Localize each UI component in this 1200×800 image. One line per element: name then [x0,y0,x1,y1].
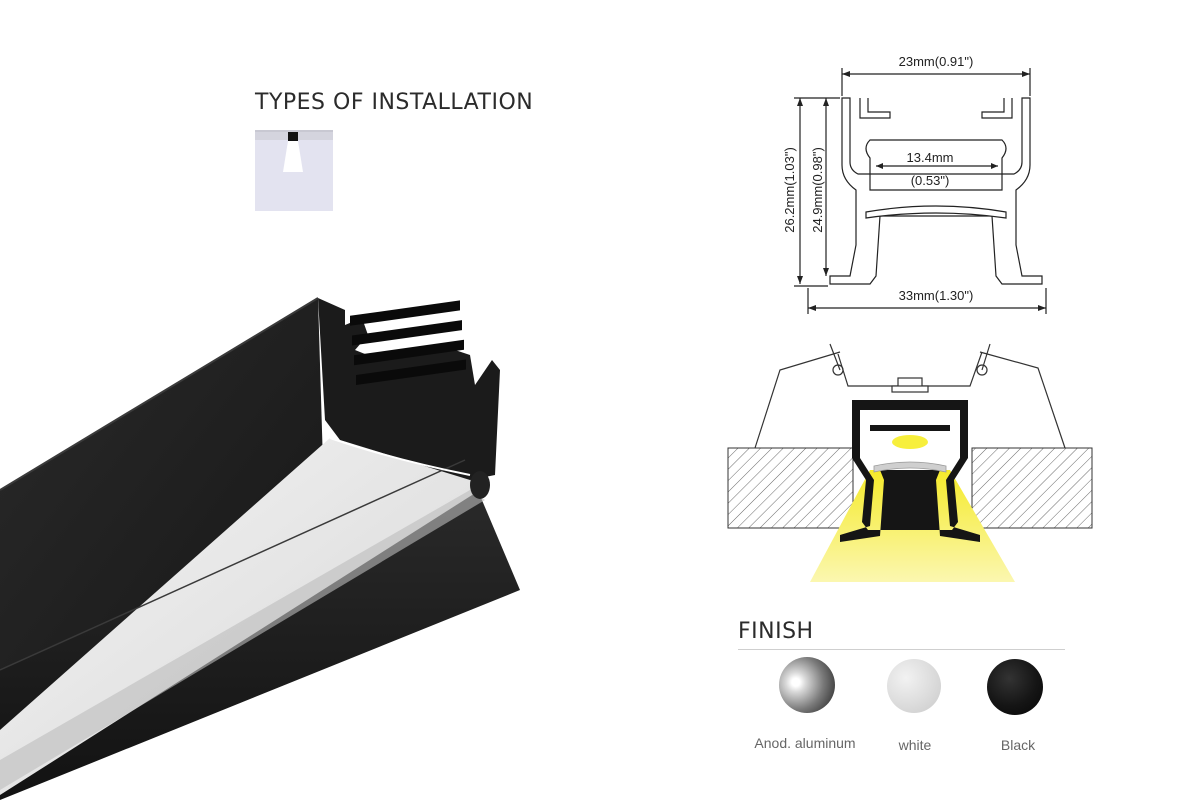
finish-swatch-white [887,659,941,713]
dimension-drawing: 23mm(0.91") 13.4mm (0.53") 33mm(1.30") 2… [782,54,1047,314]
profile-3d-render [0,297,520,800]
inner-width-mm-label: 13.4mm [907,150,954,165]
finish-divider [738,649,1065,650]
finish-swatch-anodized-aluminum [779,657,835,713]
finish-label-white: white [898,737,932,753]
finish-label-anodized-aluminum: Anod. aluminum [754,735,856,751]
inner-width-in-label: (0.53") [911,173,950,188]
overall-height-label: 26.2mm(1.03") [782,147,797,233]
recessed-installation-icon [255,130,333,211]
body-height-label: 24.9mm(0.98") [810,147,825,233]
flange-width-label: 33mm(1.30") [899,288,974,303]
installation-cross-section [727,343,1093,582]
finish-title: FINISH [738,619,814,644]
finish-swatch-black [987,659,1043,715]
top-width-label: 23mm(0.91") [899,54,974,69]
finish-label-black: Black [1000,737,1036,753]
installation-title: TYPES OF INSTALLATION [255,90,534,115]
